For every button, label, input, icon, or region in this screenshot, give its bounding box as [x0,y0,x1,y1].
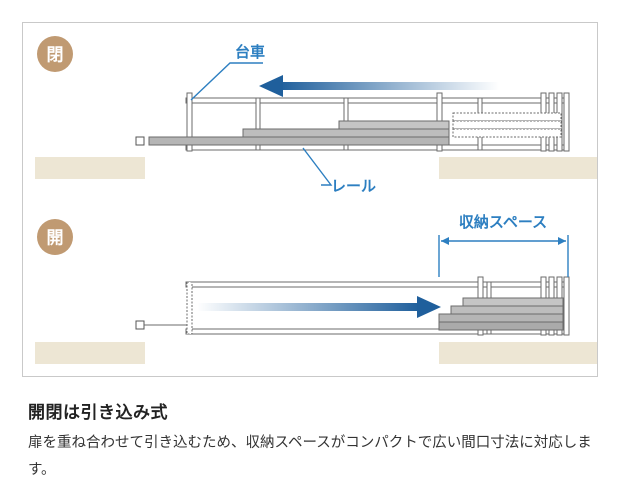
arrow-left [259,75,499,97]
closed-state: 閉 [35,36,597,195]
caption-description: 扉を重ね合わせて引き込むため、収納スペースがコンパクトで広い間口寸法に対応します… [28,435,592,478]
storage-label: 収納スペース [459,213,547,231]
open-badge [37,219,73,255]
door-panels-open [438,297,564,331]
arrow-right [197,296,441,318]
dimension-arrow-right [558,237,566,245]
floor-left-closed [35,157,145,179]
carriage-label: 台車 [235,43,265,61]
rail-callout-line [302,147,333,186]
gate-post-open [135,320,145,330]
closed-badge-label: 閉 [47,46,64,66]
caption-heading: 開閉は引き込み式 [28,403,168,423]
gate-post-closed [135,136,145,146]
open-badge-label: 開 [47,229,64,249]
storage-dimension [438,235,569,277]
rail-label: レール [331,177,376,195]
floor-right-open [439,342,597,364]
floor-right-closed [439,157,597,179]
carriage-callout-line [190,62,263,101]
closed-badge [37,36,73,72]
dimension-arrow-left [441,237,449,245]
floor-left-open [35,342,145,364]
diagram-figure: 閉 [22,22,598,377]
open-state: 開 [35,213,597,364]
door-panels-closed [148,112,562,146]
gate-diagram: 閉 [35,36,597,364]
